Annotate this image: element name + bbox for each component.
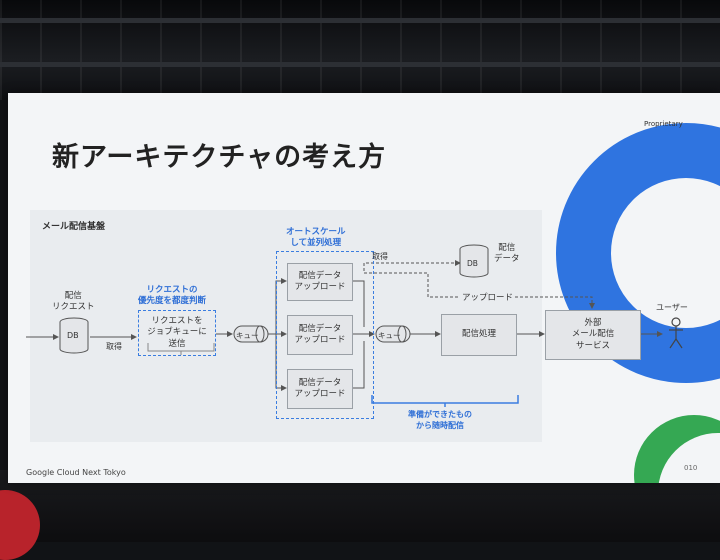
truss-beam [0, 18, 720, 23]
autoscale-note: オートスケール して並列処理 [286, 227, 346, 249]
data-db-caption: 配信 データ [494, 243, 520, 265]
fetch-label: 取得 [106, 342, 122, 351]
queue-label: キュー [236, 331, 259, 340]
enqueue-dashed-frame [138, 310, 216, 356]
user-icon [669, 317, 683, 349]
page-number: 010 [684, 464, 698, 472]
upload-label: アップロード [460, 291, 516, 303]
user-label: ユーザー [656, 303, 688, 312]
proprietary-badge: Proprietary [644, 120, 683, 128]
db-cylinder-2 [459, 244, 489, 278]
ready-note: 準備ができたもの から随時配信 [408, 410, 472, 430]
enqueue-box: リクエストを ジョブキューに 送信 [147, 315, 207, 349]
data-db-label: DB [467, 259, 478, 268]
enqueue-bracket [147, 343, 215, 355]
worker-1-out [352, 280, 365, 327]
queue2-label: キュー [378, 331, 401, 340]
db-cylinder-1 [59, 317, 89, 354]
autoscale-dashed-frame [276, 251, 374, 419]
diagram-connectors [26, 244, 683, 407]
upload-worker-3: 配信データ アップロード [287, 369, 353, 409]
ready-bracket [371, 395, 519, 407]
delivery-process-box: 配信処理 [441, 314, 517, 356]
stage-truss [0, 0, 720, 100]
upload-worker-2: 配信データ アップロード [287, 315, 353, 355]
db-label: DB [67, 331, 79, 340]
priority-note: リクエストの 優先度を都度判断 [138, 285, 207, 307]
queue-shape-1 [233, 325, 269, 343]
request-label: 配信 リクエスト [52, 291, 95, 313]
fetch-dashed-arrow [363, 260, 461, 271]
external-service-box: 外部 メール配信 サービス [545, 310, 641, 360]
top-fetch-label: 取得 [372, 252, 388, 261]
upload-worker-1: 配信データ アップロード [287, 263, 353, 301]
slide-title: 新アーキテクチャの考え方 [52, 142, 387, 173]
upload-dashed-arrow [364, 272, 595, 309]
queue-shape-2 [375, 325, 411, 343]
footer-text: Google Cloud Next Tokyo [26, 468, 126, 477]
presentation-slide: Proprietary 新アーキテクチャの考え方 メール配信基盤 [8, 93, 720, 483]
truss-beam [0, 62, 720, 67]
worker-3-out [352, 341, 365, 389]
panel-label: メール配信基盤 [42, 222, 106, 232]
